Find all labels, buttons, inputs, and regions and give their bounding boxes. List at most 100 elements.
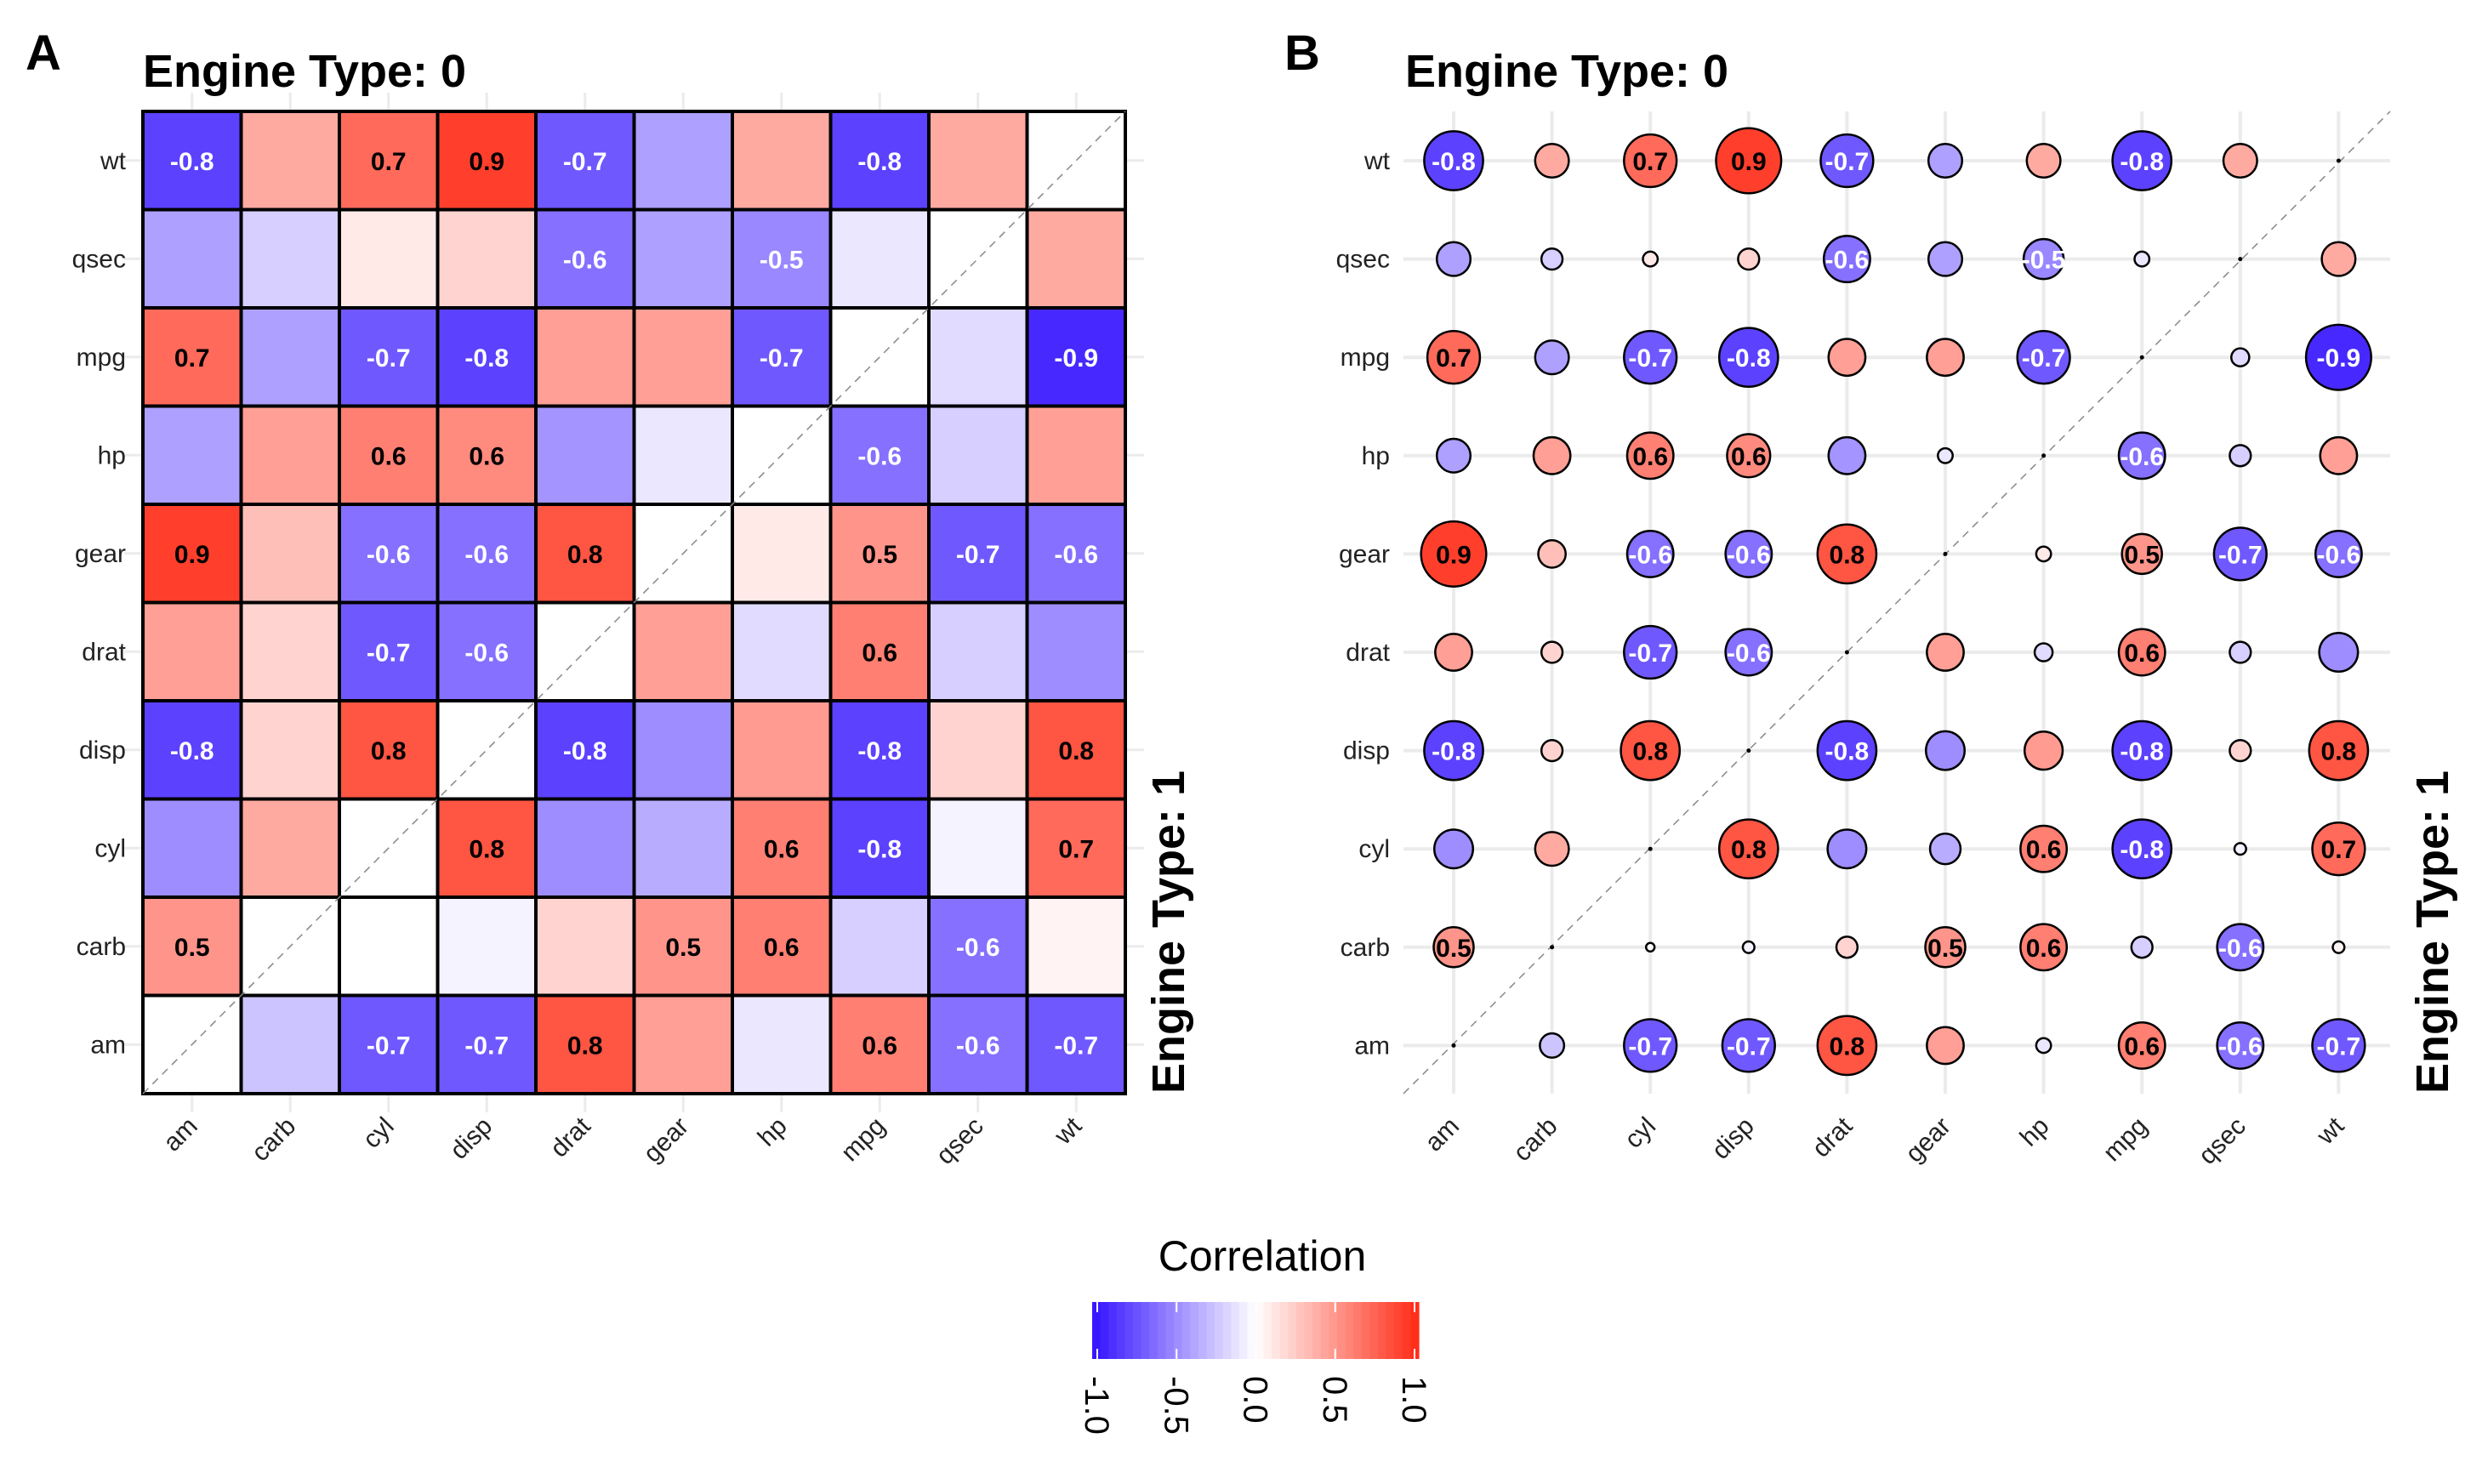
y-tick-label: disp — [1343, 737, 1390, 765]
circle-label: 0.7 — [1632, 148, 1668, 176]
heatmap-cell-carb-cyl — [338, 896, 440, 998]
corr-circle-qsec-mpg — [2133, 250, 2151, 268]
heatmap-cell-label: -0.7 — [367, 344, 411, 372]
circle-label: 0.9 — [1731, 148, 1767, 176]
y-tick-label: qsec — [72, 245, 126, 273]
corr-circle-disp-mpg — [2111, 719, 2173, 782]
heatmap-cell-label: -0.7 — [367, 1032, 411, 1060]
legend-color-step — [1157, 1302, 1166, 1359]
legend-color-step — [1108, 1302, 1118, 1359]
heatmap-cell-hp-drat — [534, 404, 636, 506]
heatmap-cell-wt-qsec — [927, 110, 1029, 212]
heatmap-cell-label: -0.8 — [170, 737, 214, 765]
circle-label: -0.7 — [2218, 541, 2263, 569]
heatmap-cell-label: 0.6 — [862, 1032, 897, 1060]
legend-color-step — [1263, 1302, 1272, 1359]
corr-circle-gear-disp — [1724, 529, 1773, 578]
y-tick-label: hp — [1362, 442, 1390, 470]
legend-tick-label: 0.5 — [1316, 1376, 1353, 1424]
circle-label: -0.6 — [2120, 443, 2164, 471]
diagonal-reference-line — [142, 111, 1126, 1095]
circle-label: 0.5 — [2124, 541, 2160, 569]
x-tick-label: disp — [445, 1112, 498, 1165]
legend-color-step — [1378, 1302, 1387, 1359]
corr-circle-carb-drat — [1835, 935, 1859, 959]
circle-label: 0.8 — [2321, 738, 2357, 766]
circle-label: -0.6 — [1628, 541, 1672, 569]
corr-circle-hp-drat — [1827, 435, 1867, 475]
x-tick-label: am — [158, 1112, 203, 1157]
heatmap-cell-disp-carb — [239, 699, 341, 801]
heatmap-cell-drat-wt — [1025, 600, 1127, 702]
circle-label: 0.6 — [1731, 443, 1767, 471]
heatmap-cell-label: 0.9 — [174, 541, 210, 569]
legend-tick-label: -1.0 — [1078, 1376, 1115, 1435]
heatmap-cell-label: 0.7 — [1058, 835, 1094, 863]
circle-label: -0.8 — [1825, 738, 1870, 766]
heatmap-cell-mpg-hp — [731, 306, 833, 408]
heatmap-cell-drat-mpg — [828, 600, 931, 702]
corr-circle-disp-hp — [2023, 730, 2064, 771]
corr-circle-drat-hp — [2033, 642, 2054, 662]
heatmap-cell-mpg-qsec — [927, 306, 1029, 408]
heatmap-cell-hp-am — [141, 404, 243, 506]
circle-label: 0.6 — [2124, 1032, 2160, 1060]
legend-tick-label: 1.0 — [1395, 1376, 1432, 1424]
y-tick-label: drat — [1346, 639, 1390, 667]
heatmap-cell-cyl-qsec — [927, 797, 1029, 899]
heatmap-cell-drat-gear — [632, 600, 734, 702]
heatmap-cell-cyl-gear — [632, 797, 734, 899]
corr-circle-carb-disp — [1741, 940, 1756, 954]
legend-color-step — [1092, 1302, 1102, 1359]
circle-label: -0.7 — [1825, 148, 1870, 176]
x-tick-label: wt — [2311, 1112, 2350, 1151]
heatmap-cell-disp-gear — [632, 699, 734, 801]
circle-label: -0.8 — [2120, 836, 2164, 864]
corr-circle-hp-disp — [1726, 433, 1772, 479]
legend-color-step — [1149, 1302, 1158, 1359]
circle-label: 0.6 — [2026, 935, 2062, 963]
heatmap-cell-label: -0.8 — [464, 344, 509, 372]
y-tick-label: hp — [98, 441, 126, 469]
heatmap-cell-label: -0.6 — [956, 1032, 1000, 1060]
diagonal-dot-gear — [1943, 551, 1948, 556]
heatmap-cell-disp-qsec — [927, 699, 1029, 801]
heatmap-cell-gear-mpg — [828, 503, 931, 605]
legend-color-step — [1361, 1302, 1370, 1359]
heatmap-cell-label: -0.6 — [857, 442, 902, 470]
panel-b-tag: B — [1284, 26, 1320, 81]
heatmap-cell-label: 0.9 — [469, 148, 504, 176]
x-tick-label: disp — [1706, 1112, 1759, 1165]
circle-label: 0.8 — [1830, 1032, 1865, 1060]
circle-label: 0.5 — [1927, 935, 1963, 963]
heatmap-cell-label: 0.6 — [469, 442, 504, 470]
corr-circle-gear-drat — [1816, 523, 1878, 585]
y-tick-label: am — [90, 1031, 126, 1059]
heatmap-cell-label: -0.8 — [857, 148, 902, 176]
heatmap-cell-label: 0.7 — [371, 148, 407, 176]
corr-circle-am-mpg — [2117, 1021, 2166, 1070]
legend-color-step — [1100, 1302, 1109, 1359]
y-tick-label: gear — [1339, 540, 1390, 568]
y-tick-label: gear — [75, 540, 126, 568]
corr-circle-drat-cyl — [1623, 624, 1678, 680]
heatmap-cell-label: -0.7 — [464, 1032, 509, 1060]
x-tick-label: hp — [753, 1112, 793, 1152]
heatmap-cell-drat-am — [141, 600, 243, 702]
panel-a-facet-label: Engine Type: 1 — [1143, 770, 1194, 1094]
y-tick-label: mpg — [77, 344, 126, 372]
corr-circle-cyl-am — [1432, 828, 1475, 870]
heatmap-cell-qsec-am — [141, 208, 243, 310]
legend-color-step — [1124, 1302, 1134, 1359]
y-tick-label: carb — [1341, 934, 1390, 962]
corr-circle-mpg-drat — [1827, 338, 1867, 378]
heatmap-cell-label: -0.7 — [367, 639, 411, 667]
heatmap-cell-cyl-wt — [1025, 797, 1127, 899]
corr-circle-cyl-qsec — [2233, 842, 2247, 856]
heatmap-cell-cyl-am — [141, 797, 243, 899]
corr-circle-disp-cyl — [1620, 719, 1682, 782]
